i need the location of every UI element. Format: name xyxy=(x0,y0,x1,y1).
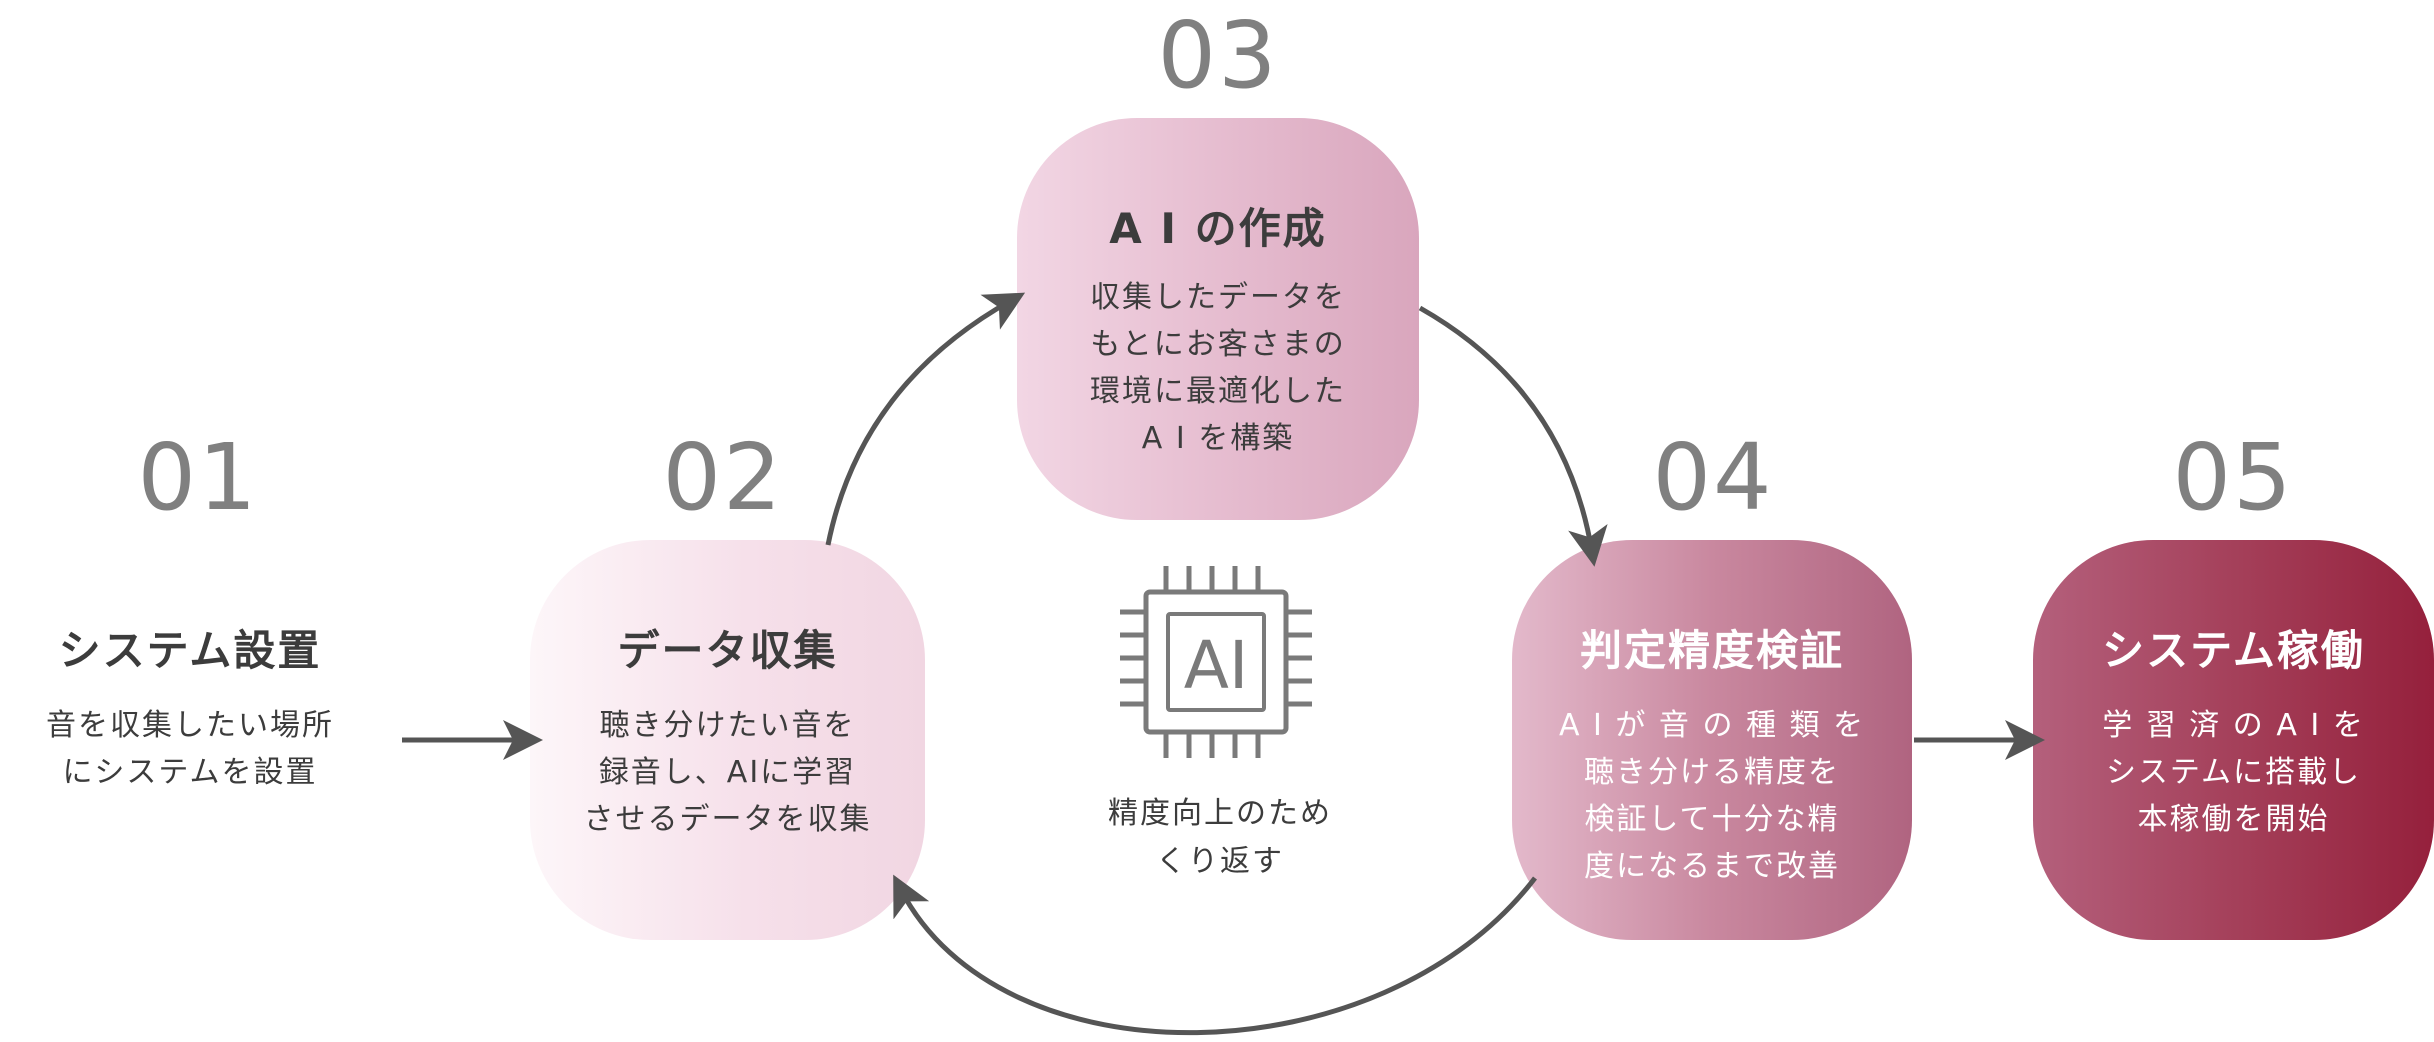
step-title: システム稼働 xyxy=(2102,626,2365,675)
ai-chip-text: AI xyxy=(1184,627,1249,704)
step-description: 収集したデータを もとにお客さまの 環境に最適化した A I を構築 xyxy=(1090,280,1346,456)
step-description: 学 習 済 の A I を システムに搭載し 本稼働を開始 xyxy=(2102,708,2365,837)
step-card-03: A I の作成 収集したデータを もとにお客さまの 環境に最適化した A I を… xyxy=(1017,118,1419,520)
step-title: システム設置 xyxy=(58,626,322,675)
arrow-04-to-02 xyxy=(893,874,1537,1036)
arrow-03-to-04 xyxy=(1418,305,1608,567)
step-description: 聴き分けたい音を 録音し、AIに学習 させるデータを収集 xyxy=(583,708,872,837)
step-title: データ収集 xyxy=(617,626,838,675)
step-card-04: 判定精度検証 A I が 音 の 種 類 を 聴き分ける精度を 検証して十分な精… xyxy=(1512,540,1912,940)
step-card-02: データ収集 聴き分けたい音を 録音し、AIに学習 させるデータを収集 xyxy=(530,540,925,940)
step-description: A I が 音 の 種 類 を 聴き分ける精度を 検証して十分な精 度になるまで… xyxy=(1558,708,1866,884)
step-number-05: 05 xyxy=(2172,424,2294,531)
step-title: 判定精度検証 xyxy=(1579,626,1844,675)
step-card-01: システム設置 音を収集したい場所 にシステムを設置 xyxy=(0,540,380,940)
step-description: 音を収集したい場所 にシステムを設置 xyxy=(46,708,334,790)
repeat-label: 精度向上のため くり返す xyxy=(1108,796,1332,879)
step-number-04: 04 xyxy=(1652,424,1774,531)
step-title: A I の作成 xyxy=(1109,204,1327,253)
step-number-01: 01 xyxy=(137,424,259,531)
step-number-02: 02 xyxy=(662,424,784,531)
ai-chip-icon xyxy=(1120,566,1312,758)
arrow-02-to-03 xyxy=(825,292,1026,546)
step-card-05: システム稼働 学 習 済 の A I を システムに搭載し 本稼働を開始 xyxy=(2033,540,2434,940)
step-number-03: 03 xyxy=(1157,2,1279,109)
